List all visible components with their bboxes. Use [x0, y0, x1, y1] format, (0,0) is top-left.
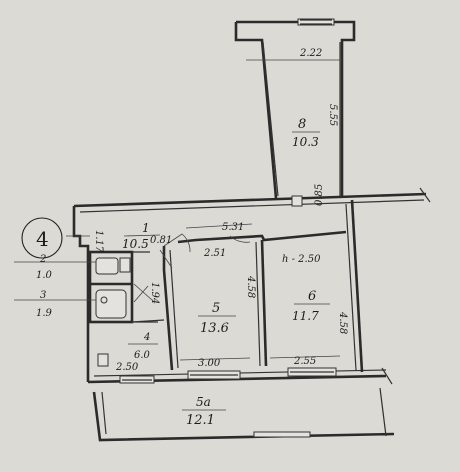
- room-1-area: 10.5: [122, 237, 149, 251]
- doors: [133, 195, 303, 303]
- room-5a-number: 5a: [196, 395, 211, 409]
- corridor-door-mark: [291, 195, 303, 207]
- windows: [119, 367, 337, 384]
- room-8-area: 10.3: [292, 135, 319, 149]
- room-4-area: 6.0: [134, 350, 151, 361]
- dim-room5-bottom: 3.00: [198, 358, 221, 369]
- room-5-area: 13.6: [200, 321, 229, 336]
- toilet-fixture: [119, 257, 131, 273]
- dim-room8-length: 5.55: [327, 104, 338, 126]
- dim-top-width: 2.22: [299, 48, 322, 59]
- room-8-window: [297, 18, 335, 26]
- bathroom-fixtures: [95, 257, 131, 367]
- kitchen-stove: [97, 353, 109, 367]
- unit-marker-number: 4: [36, 227, 49, 251]
- dim-height: h - 2.50: [282, 254, 321, 265]
- dim-kitchen-width: 2.50: [115, 362, 139, 373]
- drain-icon: [100, 296, 108, 304]
- room-8-walls: [234, 18, 356, 199]
- room-6-number: 6: [308, 289, 316, 304]
- dim-room5-depth: 4.58: [245, 275, 256, 298]
- balcony-walls: [92, 387, 395, 442]
- room-3-number: 3: [40, 290, 46, 301]
- interior-walls: [88, 230, 347, 371]
- room-labels: 8 10.3 1 10.5 2 1.0 3 1.9 4 6.0 5 13.6 6…: [36, 117, 330, 428]
- dimension-lines: [14, 59, 342, 361]
- unit-marker: 4: [21, 217, 63, 259]
- balcony-rail: [253, 431, 311, 438]
- dim-hall-side: 1.94: [149, 282, 160, 304]
- dim-left-edge: 1.17: [93, 230, 104, 253]
- dim-right-side: 0.85: [314, 184, 325, 206]
- dim-room5-width: 2.51: [203, 248, 226, 259]
- sink-fixture: [95, 257, 119, 275]
- room-3-area: 1.9: [36, 308, 53, 319]
- room-5a-area: 12.1: [186, 413, 215, 428]
- room-6-area: 11.7: [292, 309, 319, 323]
- room-2-area: 1.0: [36, 270, 53, 281]
- room-4-number: 4: [143, 332, 150, 343]
- room-2-number: 2: [39, 254, 46, 265]
- dimension-labels: 2.22 5.55 5.31 0.81 2.51 h - 2.50 0.85 4…: [93, 48, 348, 373]
- bathtub-fixture: [95, 289, 127, 319]
- dim-room6-depth: 4.58: [337, 311, 348, 334]
- room-8-number: 8: [298, 117, 306, 132]
- room-1-number: 1: [142, 221, 150, 235]
- dim-corridor-left: 0.81: [150, 235, 172, 246]
- dim-corridor-length: 5.31: [222, 222, 244, 233]
- dim-room6-bottom: 2.55: [293, 356, 316, 367]
- room-5-number: 5: [212, 301, 220, 316]
